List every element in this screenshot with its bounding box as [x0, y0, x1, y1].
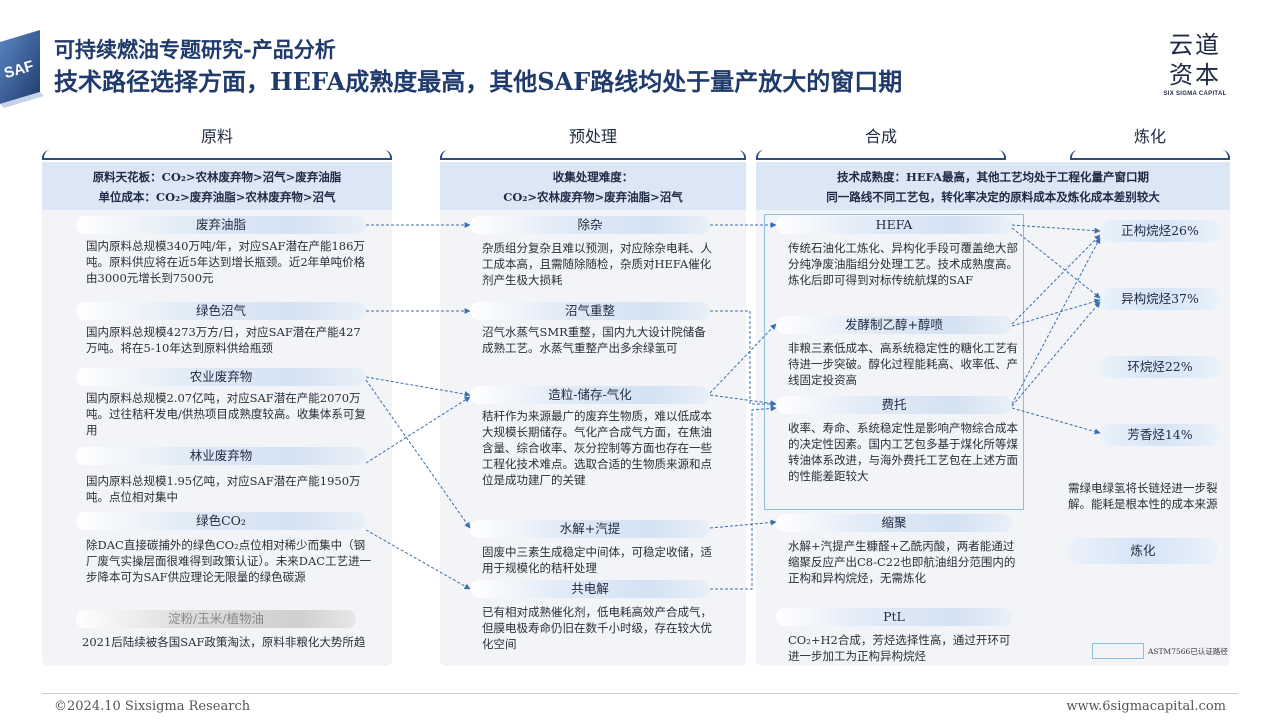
pre-item-reforming-desc: 沼气水蒸气SMR重整，国内九大设计院储备成熟工艺。水蒸气重整产出多余绿氢可 [482, 325, 706, 355]
raw-item-forest-waste-desc: 国内原料总规模1.95亿吨，对应SAF潜在产能1950万吨。点位相对集中 [86, 474, 361, 504]
syn-item-ft-desc: 收率、寿命、系统稳定性是影响产物综合成本的决定性因素。国内工艺包多基于煤化所等煤… [788, 421, 1018, 483]
output-aromatics: 芳香烃14% [1100, 424, 1220, 446]
syn-item-ptl: PtL [776, 608, 1012, 626]
pre-item-impurity: 除杂 [470, 216, 710, 234]
syn-item-ethanol-desc: 非粮三素低成本、高系统稳定性的糖化工艺有待进一步突破。醇化过程能耗高、收率低、产… [788, 341, 1018, 387]
pre-item-impurity-desc: 杂质组分复杂且难以预测，对应除杂电耗、人工成本高，且需随除随检，杂质对HEFA催… [482, 241, 712, 287]
raw-item-biogas: 绿色沼气 [76, 302, 366, 320]
raw-item-waste-oil-desc: 国内原料总规模340万吨/年，对应SAF潜在产能186万吨。原料供应将在近5年达… [86, 239, 366, 285]
panel-pre: 收集处理难度： CO₂>农林废弃物>废弃油脂>沼气 除杂 杂质组分复杂且难以预测… [440, 162, 746, 666]
brand-logo: 云道 资本 SIX SIGMA CAPITAL [1160, 30, 1230, 97]
syn-item-hefa: HEFA [776, 216, 1012, 234]
footer-divider [42, 693, 1238, 694]
raw-item-green-co2: 绿色CO₂ [76, 512, 366, 530]
column-header-ref: 炼化 [1070, 126, 1230, 160]
pre-item-reforming: 沼气重整 [470, 302, 710, 320]
syn-item-condensation: 缩聚 [776, 514, 1012, 532]
column-header-raw: 原料 [42, 126, 392, 160]
pre-item-hydrolysis-desc: 固废中三素生成稳定中间体，可稳定收储，适用于规模化的秸秆处理 [482, 545, 712, 575]
legend-certified-box [1092, 643, 1144, 659]
raw-item-starch-corn: 淀粉/玉米/植物油 [76, 610, 356, 628]
raw-item-agri-waste-desc: 国内原料总规模2.07亿吨，对应SAF潜在产能2070万吨。过往秸秆发电/供热项… [86, 391, 366, 437]
column-header-pre: 预处理 [440, 126, 746, 160]
pre-item-gasification: 造粒-储存-气化 [470, 386, 710, 404]
raw-item-green-co2-desc: 除DAC直接碳捕外的绿色CO₂点位相对稀少而集中（钢厂废气实操层面很难得到政策认… [86, 538, 372, 584]
syn-item-condensation-desc: 水解+汽提产生糠醛+乙酰丙酸，两者能通过缩聚反应产出C8-C22也即航油组分范围… [788, 539, 1016, 585]
saf-badge-icon: SAF [0, 30, 44, 108]
pre-item-gasification-desc: 秸秆作为来源最广的废弃生物质，难以低成本大规模长期储存。气化产合成气方面，在焦油… [482, 409, 712, 487]
pre-item-coelectrolysis-desc: 已有相对成熟催化剂，低电耗高效产合成气，但膜电极寿命仍旧在数千小时级，存在较大优… [482, 605, 712, 651]
output-normal-alkane: 正构烷烃26% [1100, 220, 1220, 242]
footer-website[interactable]: www.6sigmacapital.com [1066, 699, 1226, 714]
refining-note: 需绿电绿氢将长链烃进一步裂解。能耗是根本性的成本来源 [1068, 481, 1218, 511]
refining-label: 炼化 [1068, 538, 1218, 564]
panel-syn-header: 技术成熟度：HEFA最高，其他工艺均处于工程化量产窗口期 同一路线不同工艺包，转… [756, 162, 1230, 210]
output-cycloalkane: 环烷烃22% [1100, 356, 1220, 378]
panel-raw-header: 原料天花板：CO₂>农林废弃物>沼气>废弃油脂 单位成本：CO₂>废弃油脂>农林… [42, 162, 392, 210]
syn-item-ft: 费托 [776, 396, 1012, 414]
pre-item-hydrolysis: 水解+汽提 [470, 520, 710, 538]
page-subtitle: 可持续燃油专题研究-产品分析 [54, 37, 336, 62]
brand-en: SIX SIGMA CAPITAL [1163, 91, 1227, 97]
raw-item-forest-waste: 林业废弃物 [76, 447, 366, 465]
panel-syn: 技术成熟度：HEFA最高，其他工艺均处于工程化量产窗口期 同一路线不同工艺包，转… [756, 162, 1230, 666]
raw-item-agri-waste: 农业废弃物 [76, 368, 366, 386]
column-header-syn: 合成 [756, 126, 1006, 160]
syn-item-ptl-desc: CO₂+H2合成，芳烃选择性高，通过开环可进一步加工为正构异构烷烃 [788, 633, 1011, 663]
raw-item-starch-corn-desc: 2021后陆续被各国SAF政策淘汰，原料非粮化大势所趋 [82, 635, 366, 649]
raw-item-biogas-desc: 国内原料总规模4273万方/日，对应SAF潜在产能427万吨。将在5-10年达到… [86, 325, 361, 355]
panel-raw: 原料天花板：CO₂>农林废弃物>沼气>废弃油脂 单位成本：CO₂>废弃油脂>农林… [42, 162, 392, 666]
raw-item-waste-oil: 废弃油脂 [76, 216, 366, 234]
page-title: 技术路径选择方面，HEFA成熟度最高，其他SAF路线均处于量产放大的窗口期 [54, 67, 903, 96]
panel-pre-header: 收集处理难度： CO₂>农林废弃物>废弃油脂>沼气 [440, 162, 746, 210]
syn-item-ethanol: 发酵制乙醇+醇喷 [776, 316, 1012, 334]
syn-item-hefa-desc: 传统石油化工炼化、异构化手段可覆盖绝大部分纯净废油脂组分处理工艺。技术成熟度高。… [788, 241, 1018, 287]
brand-cn-line-2: 资本 [1169, 61, 1221, 89]
legend-certified-text: ASTM7566已认证路径 [1148, 647, 1228, 656]
pre-item-coelectrolysis: 共电解 [470, 580, 710, 598]
footer-copyright: ©2024.10 Sixsigma Research [54, 699, 251, 714]
output-iso-alkane: 异构烷烃37% [1100, 288, 1220, 310]
brand-cn-line-1: 云道 [1169, 31, 1221, 59]
